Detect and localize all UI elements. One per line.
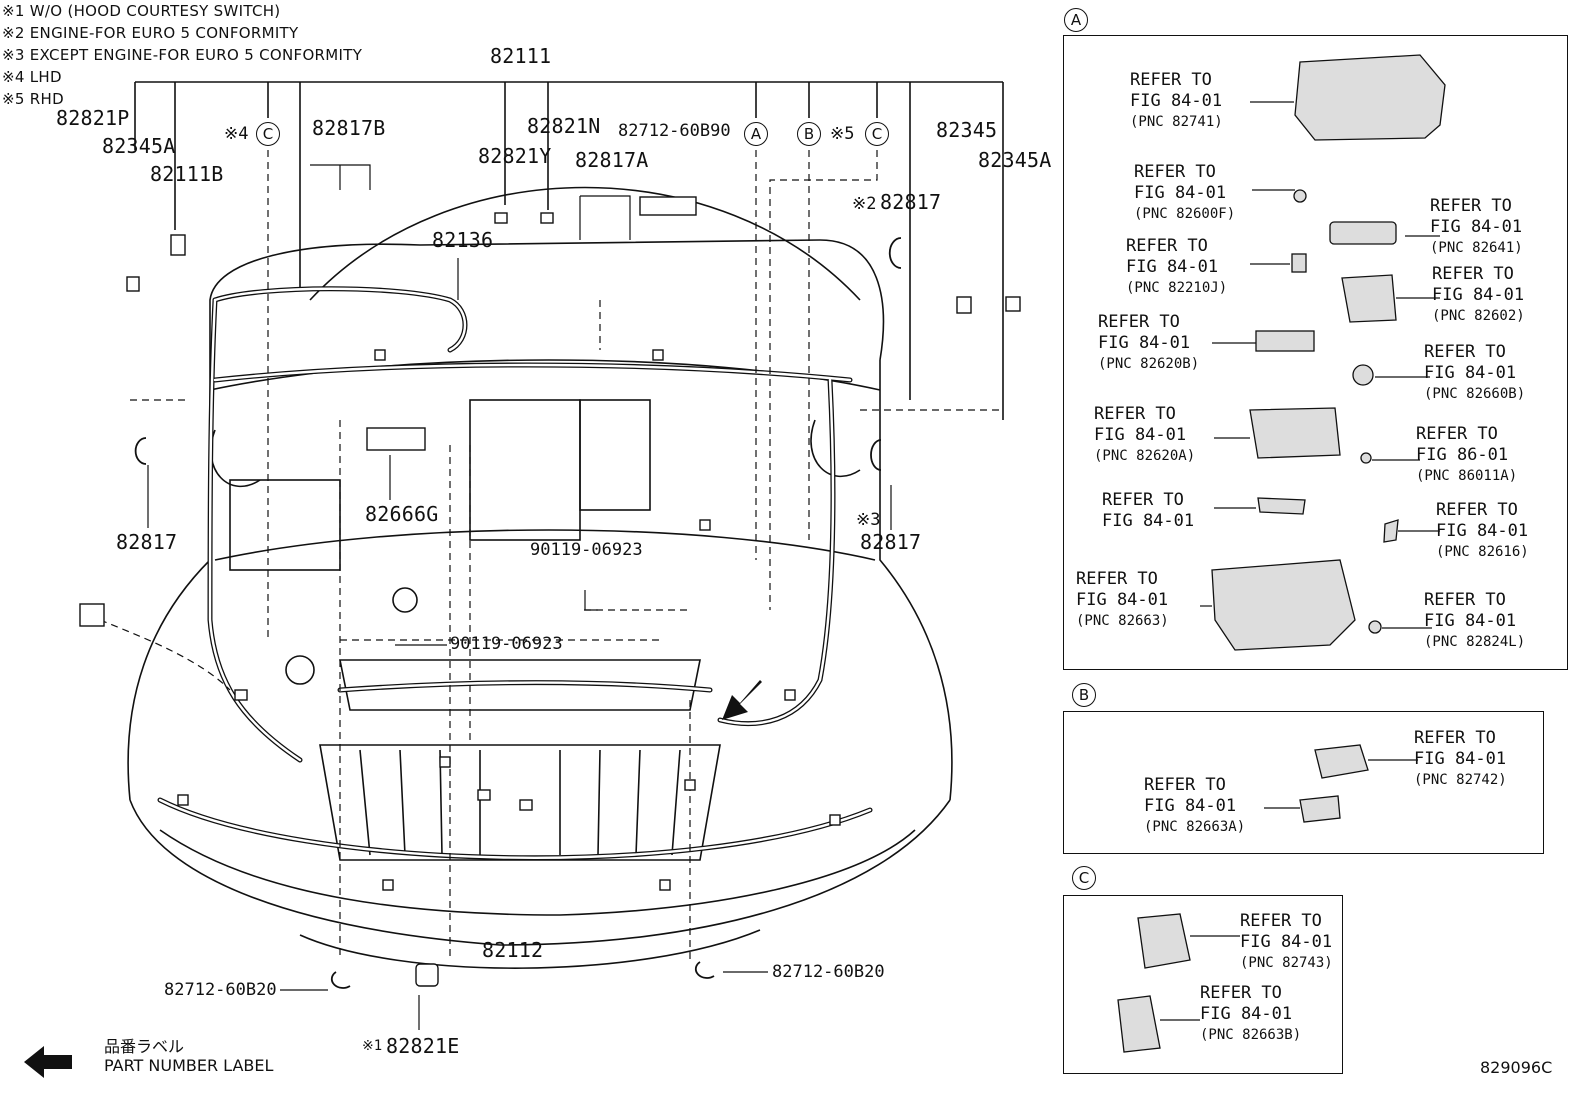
label-82345: 82345 [936, 118, 998, 142]
label-82821y: 82821Y [478, 144, 552, 168]
note-2: ※2 ENGINE-FOR EURO 5 CONFORMITY [2, 24, 299, 42]
label-82345a-right: 82345A [978, 148, 1052, 172]
label-82821e: 82821E [386, 1034, 460, 1058]
label-82817a: 82817A [575, 148, 649, 172]
panel-a-tag: A [1064, 8, 1088, 32]
callout-c-lhd: C [256, 122, 280, 146]
label-82712-60b20-left: 82712-60B20 [164, 980, 277, 1000]
rhd-mark: ※5 [830, 124, 855, 144]
panel-c-tag: C [1072, 866, 1096, 890]
label-82821n: 82821N [527, 114, 601, 138]
callout-c-rhd: C [865, 122, 889, 146]
panel-c [1063, 895, 1343, 1074]
label-90119-06923-b: 90119-06923 [450, 634, 563, 654]
label-82712-60b90: 82712-60B90 [618, 121, 731, 141]
part-number-label-jp: 品番ラベル [104, 1037, 185, 1056]
label-82666g: 82666G [365, 502, 439, 526]
part-number-label-en: PART NUMBER LABEL [104, 1056, 274, 1075]
label-82112: 82112 [482, 938, 544, 962]
label-82821p: 82821P [56, 106, 130, 130]
label-82111b: 82111B [150, 162, 224, 186]
callout-b: B [797, 122, 821, 146]
label-82817-right: 82817 [860, 530, 922, 554]
panel-b-tag: B [1072, 683, 1096, 707]
callout-a: A [744, 122, 768, 146]
diagram-id: 829096C [1480, 1058, 1553, 1077]
label-82111: 82111 [490, 44, 552, 68]
panel-a [1063, 35, 1568, 670]
panel-b [1063, 711, 1544, 854]
lhd-mark: ※4 [224, 124, 249, 144]
no-courtesy-switch-mark: ※1 [362, 1038, 383, 1054]
note-3: ※3 EXCEPT ENGINE-FOR EURO 5 CONFORMITY [2, 46, 363, 64]
note-1: ※1 W/O (HOOD COURTESY SWITCH) [2, 2, 281, 20]
note-4: ※4 LHD [2, 68, 62, 86]
label-82817-top: 82817 [880, 190, 942, 214]
label-82817-left: 82817 [116, 530, 178, 554]
euro5-mark: ※2 [852, 194, 877, 214]
label-82136: 82136 [432, 228, 494, 252]
label-82817b: 82817B [312, 116, 386, 140]
label-82345a-left: 82345A [102, 134, 176, 158]
label-82712-60b20-right: 82712-60B20 [772, 962, 885, 982]
label-90119-06923-a: 90119-06923 [530, 540, 643, 560]
non-euro5-mark: ※3 [856, 510, 881, 530]
note-5: ※5 RHD [2, 90, 64, 108]
